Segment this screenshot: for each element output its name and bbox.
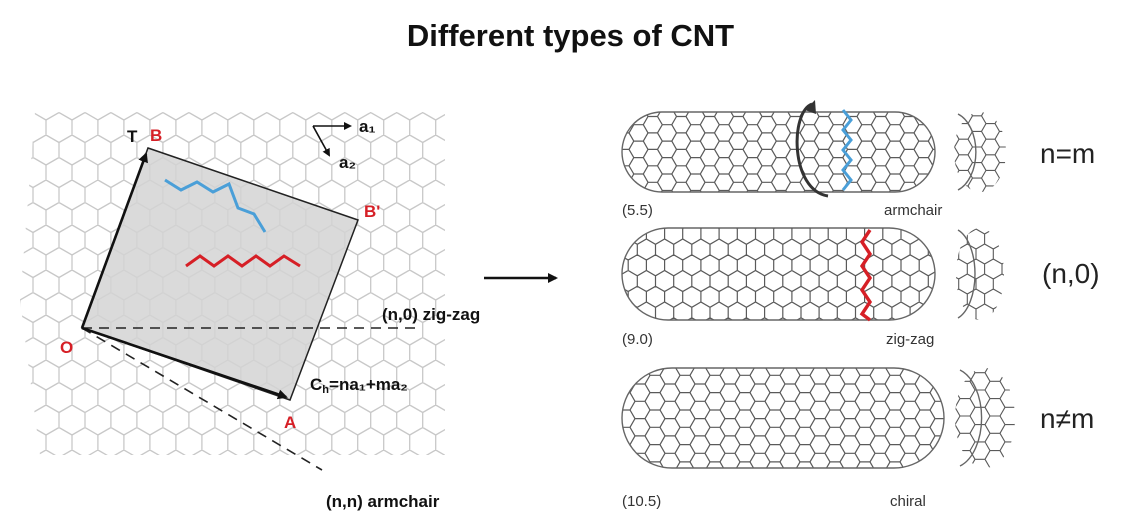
zigzag-direction-label: (n,0) zig-zag [382, 305, 481, 324]
chiral-vector-arrow [81, 326, 288, 400]
tube1-type-label: armchair [884, 202, 943, 219]
point-o-label: O [60, 338, 74, 357]
page-title: Different types of CNT [406, 18, 735, 53]
point-b-label: B [150, 126, 163, 145]
tube3-index-label: (10.5) [622, 493, 662, 510]
tube2-condition-label: (n,0) [1042, 258, 1100, 289]
tube3-type-label: chiral [890, 493, 926, 510]
tube2-type-label: zig-zag [886, 331, 935, 348]
rotation-arrow-icon [795, 102, 829, 198]
point-t-label: T [127, 127, 138, 146]
tube1-condition-label: n=m [1040, 138, 1096, 169]
armchair-chain-blue [164, 178, 267, 233]
chiral-vector-label: Ch=na₁+ma₂ [310, 375, 408, 396]
armchair-highlight-blue [841, 109, 853, 191]
chiral-vector-subscript: h [322, 384, 330, 396]
chiral-nanotube-cap [955, 368, 1015, 468]
armchair-direction-line [81, 327, 323, 471]
point-b-prime-label: B' [364, 202, 381, 221]
tube1-index-label: (5.5) [622, 202, 653, 219]
point-a-label: A [284, 413, 297, 432]
chiral-vector-formula: =na₁+ma₂ [329, 375, 408, 394]
armchair-direction-label: (n,n) armchair [326, 492, 440, 511]
zigzag-nanotube-cap [956, 228, 1004, 320]
armchair-nanotube-cap [954, 112, 1006, 192]
a2-vector-arrow [312, 125, 330, 157]
zigzag-highlight-red [859, 229, 873, 322]
a2-label: a₂ [339, 153, 357, 172]
tube2-index-label: (9.0) [622, 331, 653, 348]
zigzag-chain-red [185, 254, 301, 268]
translation-vector-arrow [80, 152, 148, 329]
chiral-vector-c: C [310, 375, 323, 394]
tube3-condition-label: n≠m [1040, 403, 1095, 434]
a1-label: a₁ [359, 117, 376, 136]
